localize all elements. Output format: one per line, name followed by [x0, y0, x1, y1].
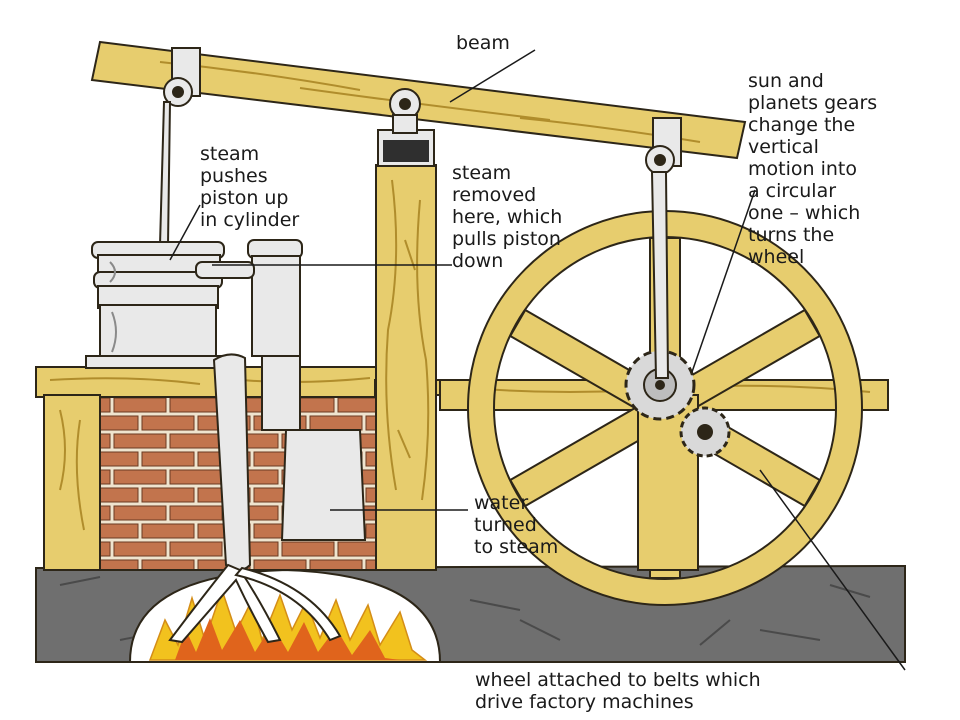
water-to-steam-label: water turned to steam — [474, 492, 559, 558]
connecting-rods — [158, 101, 670, 379]
condenser-and-boiler — [195, 239, 367, 571]
heat-pipes — [168, 563, 342, 644]
sun-and-planet-gears — [624, 349, 731, 458]
steam-removed-label: steam removed here, which pulls piston d… — [452, 162, 563, 272]
sun-planet-gears-label: sun and planets gears change the vertica… — [748, 70, 878, 268]
steam-pushes-label: steam pushes piston up in cylinder — [200, 143, 300, 231]
wheel-belts-label: wheel attached to belts which drive fact… — [475, 669, 761, 713]
wooden-frame — [35, 366, 441, 571]
vertical-post — [375, 129, 437, 571]
pivot-bearings — [163, 47, 682, 175]
beam-label: beam — [456, 32, 510, 54]
leader-lines — [169, 49, 906, 671]
piston-cylinder — [85, 241, 229, 369]
